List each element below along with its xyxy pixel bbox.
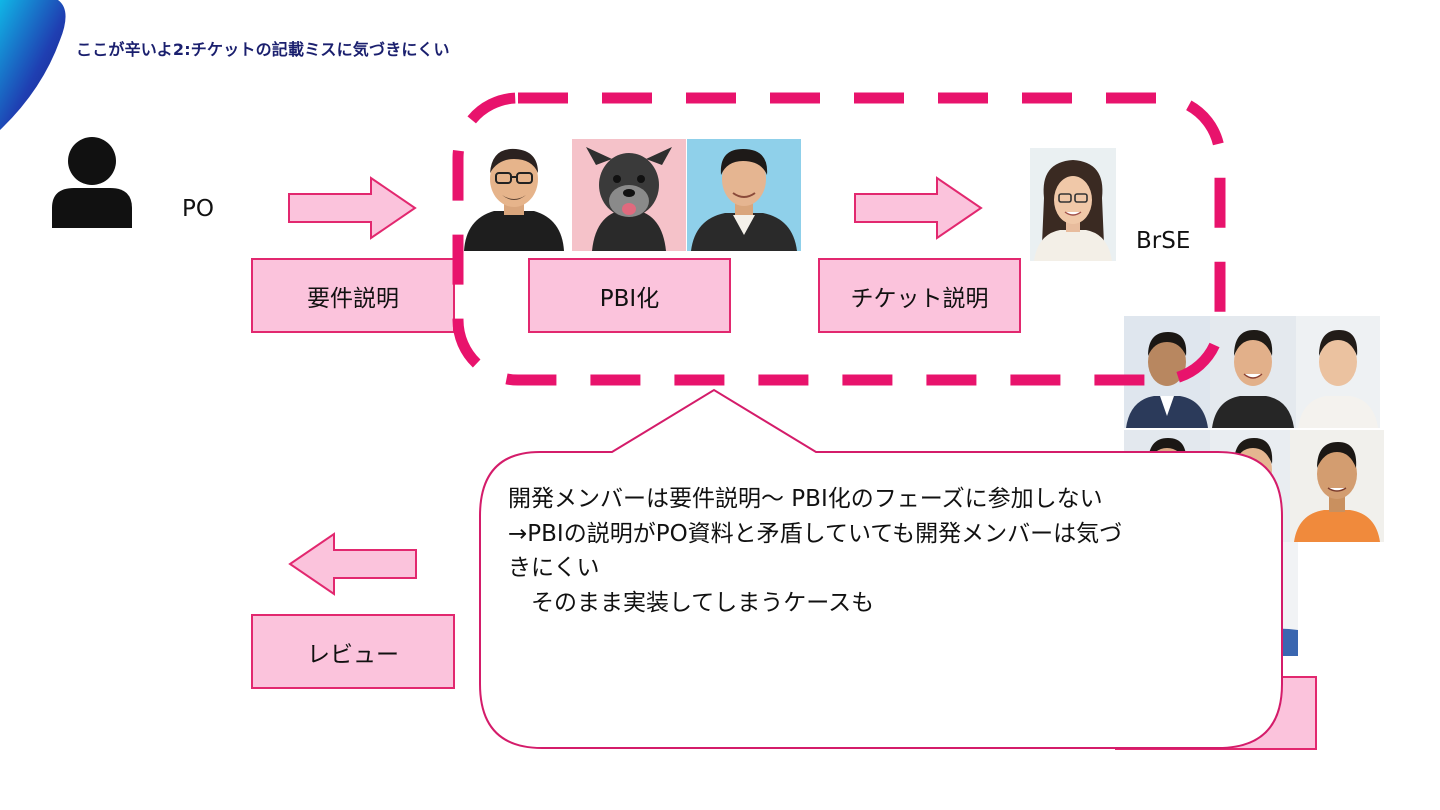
young-man-photo (687, 139, 801, 251)
corner-decoration (0, 0, 66, 130)
arrow-left-icon (288, 532, 417, 596)
review-box: レビュー (251, 614, 455, 689)
requirements-box: 要件説明 (251, 258, 455, 333)
brse-label: BrSE (1136, 228, 1191, 254)
developer-face-photo (1290, 430, 1384, 542)
speech-callout (479, 388, 1283, 749)
callout-line: →PBIの説明がPO資料と矛盾していても開発メンバーは気づ (508, 520, 1123, 547)
ticket-box: チケット説明 (818, 258, 1021, 333)
arrow-right-icon (288, 176, 417, 240)
woman-glasses-photo (1030, 148, 1116, 261)
developer-face-photo (1210, 316, 1296, 428)
man-glasses-photo (458, 139, 570, 251)
callout-text: 開発メンバーは要件説明～ PBI化のフェーズに参加しない →PBIの説明がPO資… (508, 482, 1248, 620)
callout-line: きにくい (508, 555, 600, 581)
callout-line: そのまま実装してしまうケースも (508, 589, 875, 616)
dashed-highlight-frame (452, 92, 1226, 386)
slide-title: ここが辛いよ2:チケットの記載ミスに気づきにくい (76, 40, 450, 59)
pbi-box: PBI化 (528, 258, 731, 333)
developer-face-photo (1296, 316, 1380, 428)
po-label: PO (182, 196, 214, 222)
dog-photo (572, 139, 686, 251)
arrow-right-icon (854, 176, 983, 240)
callout-line: 開発メンバーは要件説明～ PBI化のフェーズに参加しない (508, 486, 1103, 512)
person-icon (52, 137, 132, 228)
